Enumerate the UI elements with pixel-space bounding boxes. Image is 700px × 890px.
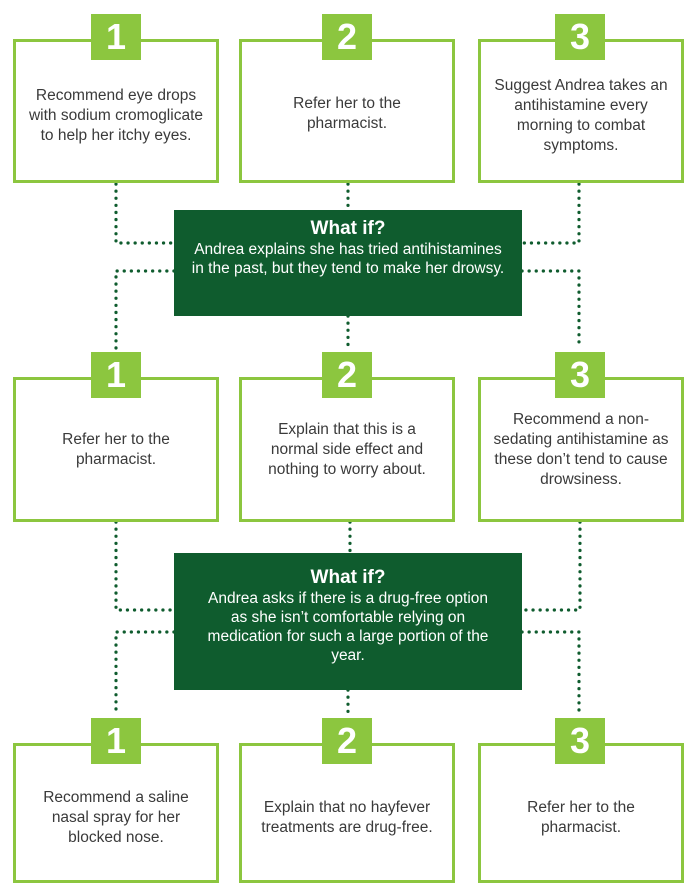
what-if-box-1: What if? Andrea explains she has tried a… — [174, 210, 522, 316]
connector — [520, 630, 581, 717]
connector — [520, 269, 581, 350]
option-text: Recommend a non-sedating antihistamine a… — [493, 410, 669, 488]
option-card-r2-1: Refer her to the pharmacist. — [13, 377, 219, 522]
option-number-badge: 2 — [322, 718, 372, 764]
connector — [114, 520, 176, 612]
what-if-text: Andrea asks if there is a drug-free opti… — [207, 590, 489, 664]
connector — [520, 182, 581, 245]
option-text: Refer her to the pharmacist. — [62, 430, 170, 468]
option-text: Explain that this is a normal side effec… — [268, 420, 426, 478]
option-card-r1-1: Recommend eye drops with sodium cromogli… — [13, 39, 219, 183]
option-card-r1-3: Suggest Andrea takes an antihistamine ev… — [478, 39, 684, 183]
option-number-badge: 1 — [91, 352, 141, 398]
option-text: Explain that no hayfever treatments are … — [261, 799, 433, 836]
connector — [114, 630, 176, 717]
what-if-title: What if? — [310, 218, 386, 239]
option-card-r1-2: Refer her to the pharmacist. — [239, 39, 455, 183]
option-card-r3-3: Refer her to the pharmacist. — [478, 743, 684, 883]
connector — [114, 182, 176, 245]
option-text: Recommend eye drops with sodium cromogli… — [28, 87, 203, 144]
option-text: Refer her to the pharmacist. — [293, 95, 401, 132]
what-if-title: What if? — [310, 567, 386, 588]
option-card-r2-3: Recommend a non-sedating antihistamine a… — [478, 377, 684, 522]
option-card-r3-1: Recommend a saline nasal spray for her b… — [13, 743, 219, 883]
option-number-badge: 1 — [91, 14, 141, 60]
option-number-badge: 1 — [91, 718, 141, 764]
option-number-badge: 3 — [555, 352, 605, 398]
connector — [114, 269, 176, 350]
option-number-badge: 3 — [555, 718, 605, 764]
option-text: Refer her to the pharmacist. — [527, 799, 635, 836]
option-number-badge: 2 — [322, 14, 372, 60]
what-if-text: Andrea explains she has tried antihistam… — [191, 241, 505, 277]
option-text: Recommend a saline nasal spray for her b… — [43, 789, 189, 846]
option-card-r3-2: Explain that no hayfever treatments are … — [239, 743, 455, 883]
option-number-badge: 2 — [322, 352, 372, 398]
option-text: Suggest Andrea takes an antihistamine ev… — [494, 77, 668, 154]
connector — [520, 520, 582, 612]
option-number-badge: 3 — [555, 14, 605, 60]
what-if-box-2: What if? Andrea asks if there is a drug-… — [174, 553, 522, 690]
option-card-r2-2: Explain that this is a normal side effec… — [239, 377, 455, 522]
